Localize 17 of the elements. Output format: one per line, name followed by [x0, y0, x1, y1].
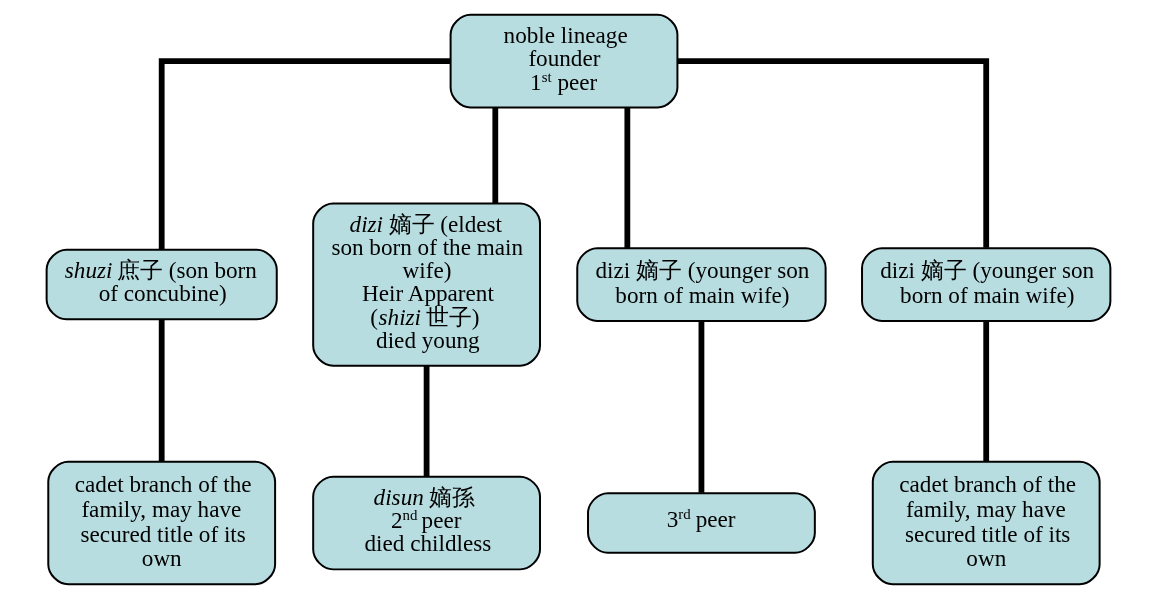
- connector: [623, 107, 630, 249]
- connector: [158, 58, 450, 250]
- node-box: dizi 嫡子 (eldest son born of the main wife) Heir Apparent (shizi 世子) died young: [311, 202, 541, 367]
- connector: [677, 58, 989, 248]
- node-box: shuzi 庶子 (son born of concubine): [45, 248, 278, 321]
- connector: [158, 319, 165, 462]
- connector: [491, 107, 498, 204]
- node-box: cadet branch of the family, may have secured title of its own: [46, 460, 276, 586]
- connector: [698, 321, 704, 493]
- connector: [982, 321, 989, 462]
- node-box: disun 嫡孫 2$^{nd}$ peer died childless: [311, 475, 541, 571]
- node-box: dizi 嫡子 (younger son born of main wife): [575, 247, 827, 322]
- node-box: 3$^{rd}$ peer: [586, 492, 816, 554]
- node-box: cadet branch of the family, may have secured title of its own: [871, 460, 1101, 586]
- node-box: noble lineage founder 1$^{st}$ peer: [449, 13, 678, 109]
- connector: [423, 365, 429, 477]
- node-box: dizi 嫡子 (younger son born of main wife): [860, 247, 1111, 322]
